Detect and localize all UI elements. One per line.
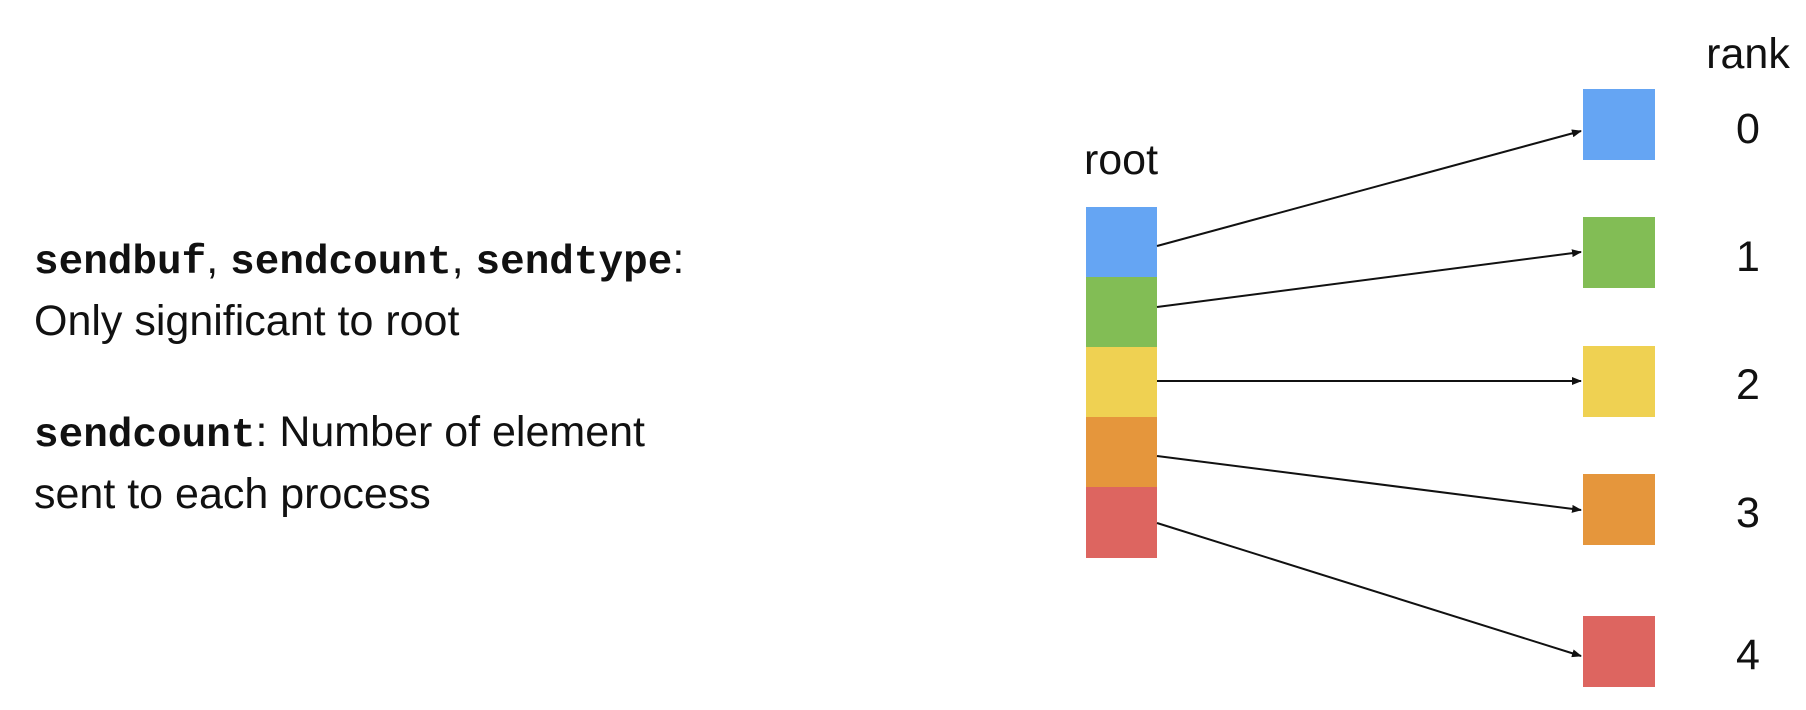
rank-4-buffer-block (1583, 616, 1655, 687)
root-buffer-block-1 (1086, 277, 1157, 347)
scatter-send-params-text: sendbuf, sendcount, sendtype: Only signi… (34, 230, 684, 350)
rank-2-buffer-block (1583, 346, 1655, 417)
param-separator: , (206, 235, 231, 283)
send-params-line: sendbuf, sendcount, sendtype: (34, 230, 684, 292)
rank-3-label: 3 (1736, 489, 1760, 537)
root-label: root (1084, 136, 1158, 184)
root-significance-line: Only significant to root (34, 297, 460, 345)
param-sendcount-2: sendcount (34, 413, 256, 459)
arrow-to-rank-4 (1156, 522, 1582, 658)
sendcount-line-continued: sent to each process (34, 470, 431, 518)
arrow-to-rank-0 (1156, 129, 1582, 247)
rank-0-buffer-block (1583, 89, 1655, 160)
param-separator: , (451, 235, 476, 283)
root-buffer-block-4 (1086, 487, 1157, 558)
rank-1-buffer-block (1583, 217, 1655, 288)
param-colon: : (672, 235, 685, 283)
arrow-to-rank-1 (1156, 249, 1582, 308)
arrow-to-rank-3 (1156, 455, 1582, 513)
rank-2-label: 2 (1736, 361, 1760, 409)
param-sendbuf: sendbuf (34, 240, 207, 286)
rank-header: rank (1706, 30, 1790, 78)
rank-3-buffer-block (1583, 474, 1655, 545)
root-buffer-block-3 (1086, 417, 1157, 487)
sendcount-explanation: : Number of element (255, 408, 645, 456)
rank-4-label: 4 (1736, 631, 1760, 679)
param-sendtype: sendtype (475, 240, 673, 286)
sendcount-description-text: sendcount: Number of element sent to eac… (34, 403, 645, 523)
root-buffer-block-2 (1086, 347, 1157, 417)
param-sendcount: sendcount (230, 240, 452, 286)
root-buffer-block-0 (1086, 207, 1157, 277)
rank-1-label: 1 (1736, 233, 1760, 281)
sendcount-line: sendcount: Number of element (34, 403, 645, 465)
rank-0-label: 0 (1736, 105, 1760, 153)
